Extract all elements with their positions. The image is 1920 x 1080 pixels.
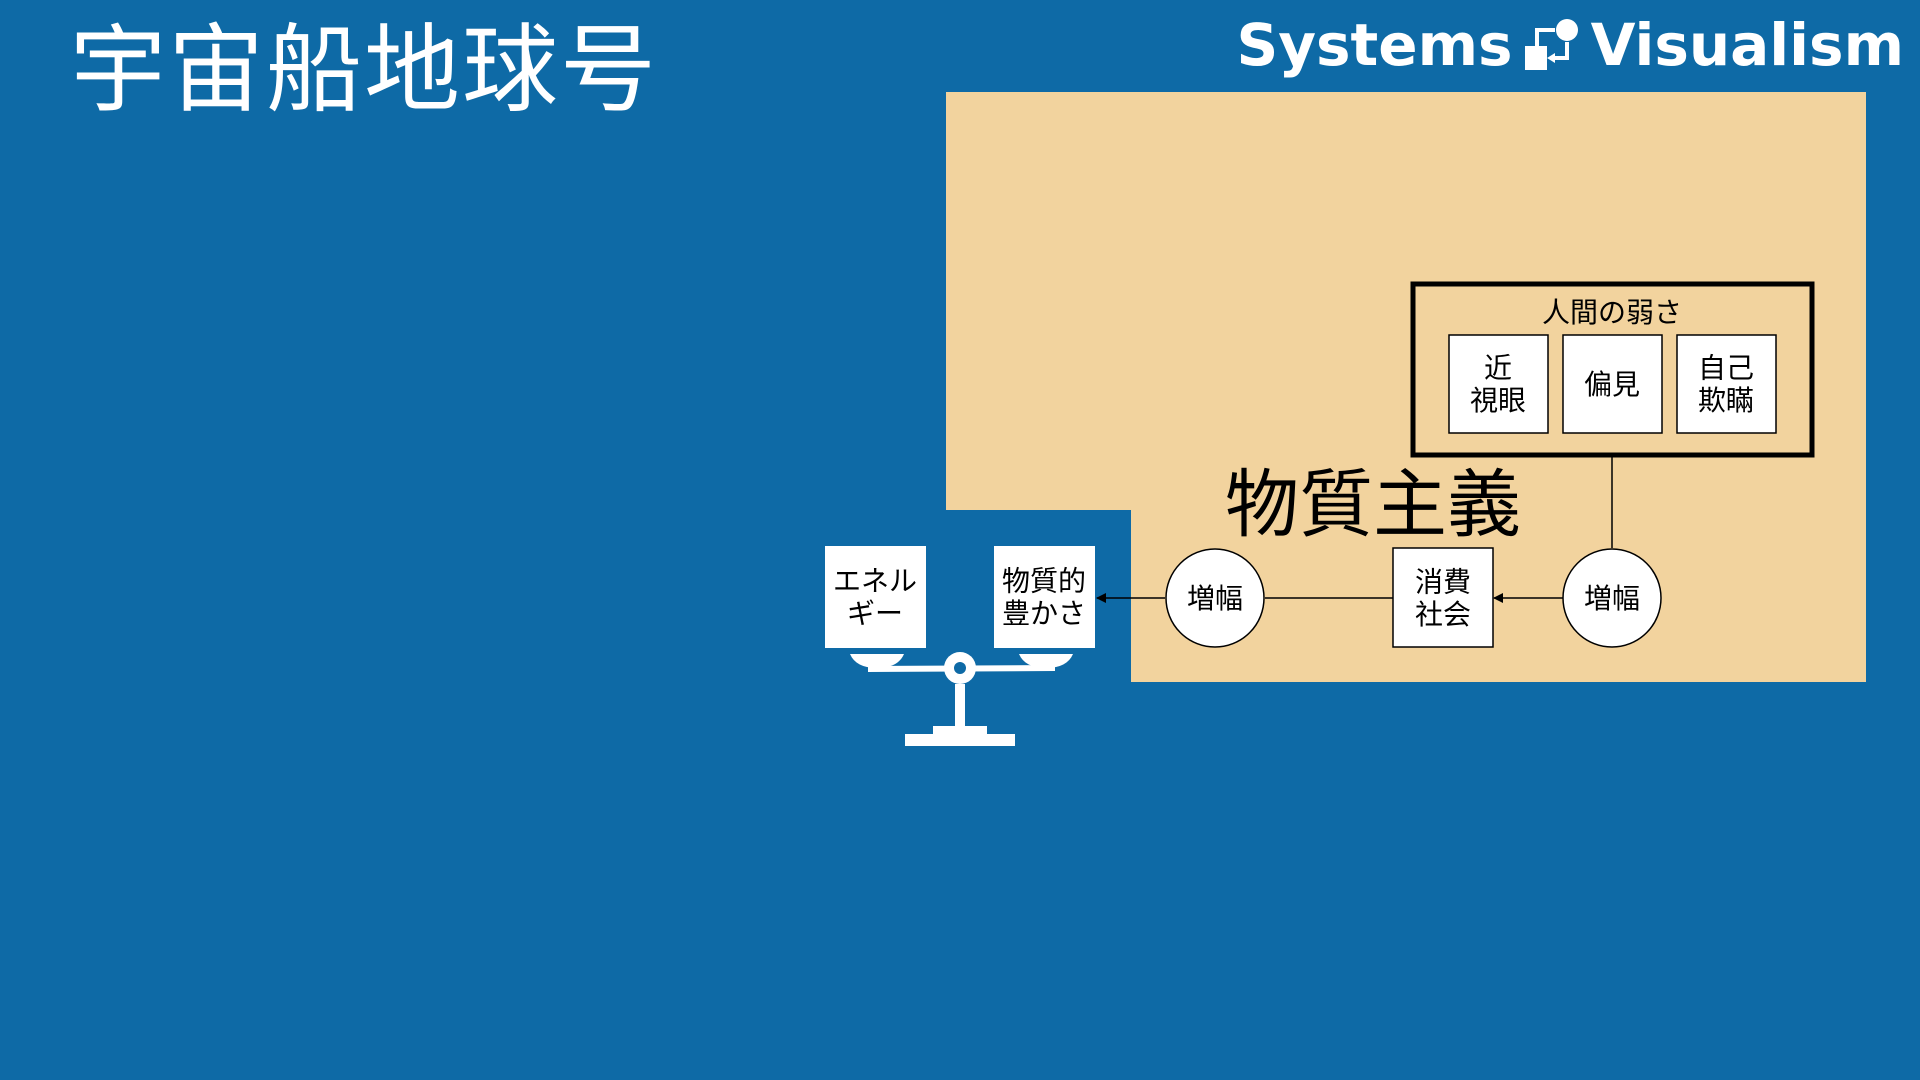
svg-text:消費社会: 消費社会 <box>1415 566 1471 631</box>
svg-text:物質的豊かさ: 物質的豊かさ <box>1002 565 1086 630</box>
group-title: 人間の弱さ <box>1542 296 1682 329</box>
label-line: 社会 <box>1415 598 1471 631</box>
brand-left: Systems <box>1236 11 1513 79</box>
weakness-box-self-deception: 自己欺瞞 <box>1676 334 1777 434</box>
brand-right: Visualism <box>1590 11 1904 79</box>
label-line: 物質的 <box>1002 565 1086 598</box>
label-line: 近 <box>1484 352 1512 385</box>
consumer-society-box: 消費社会 <box>1392 547 1494 648</box>
label-line: 増幅 <box>1187 582 1243 615</box>
label-line: エネル <box>833 565 917 598</box>
label-line: 自己 <box>1698 352 1754 385</box>
label-line: 消費 <box>1415 566 1471 599</box>
brand-logo: Systems Visualism <box>1236 10 1904 80</box>
svg-text:自己欺瞞: 自己欺瞞 <box>1698 352 1754 417</box>
weakness-box-myopia: 近視眼 <box>1448 334 1549 434</box>
svg-text:増幅: 増幅 <box>1584 582 1640 615</box>
label-line: 欺瞞 <box>1698 384 1754 417</box>
label-line: ギー <box>847 597 903 630</box>
label-line: 増幅 <box>1584 582 1640 615</box>
materialism-region <box>946 92 1866 682</box>
amplify-node-left: 増幅 <box>1165 548 1265 648</box>
amplify-node-right: 増幅 <box>1562 548 1662 648</box>
svg-text:近視眼: 近視眼 <box>1470 352 1526 417</box>
region-label: 物質主義 <box>1225 462 1521 548</box>
energy-box: エネルギー <box>825 546 926 648</box>
page-title: 宇宙船地球号 <box>70 14 658 126</box>
balance-scale-icon <box>850 652 1073 746</box>
material-wealth-box: 物質的豊かさ <box>994 546 1095 648</box>
svg-text:偏見: 偏見 <box>1584 368 1640 401</box>
label-line: 偏見 <box>1584 368 1640 401</box>
svg-text:増幅: 増幅 <box>1187 582 1243 615</box>
label-line: 豊かさ <box>1002 597 1086 630</box>
label-line: 視眼 <box>1470 384 1526 417</box>
flow-logo-icon <box>1524 19 1578 70</box>
svg-text:エネルギー: エネルギー <box>833 565 917 630</box>
weakness-box-bias: 偏見 <box>1562 334 1663 434</box>
